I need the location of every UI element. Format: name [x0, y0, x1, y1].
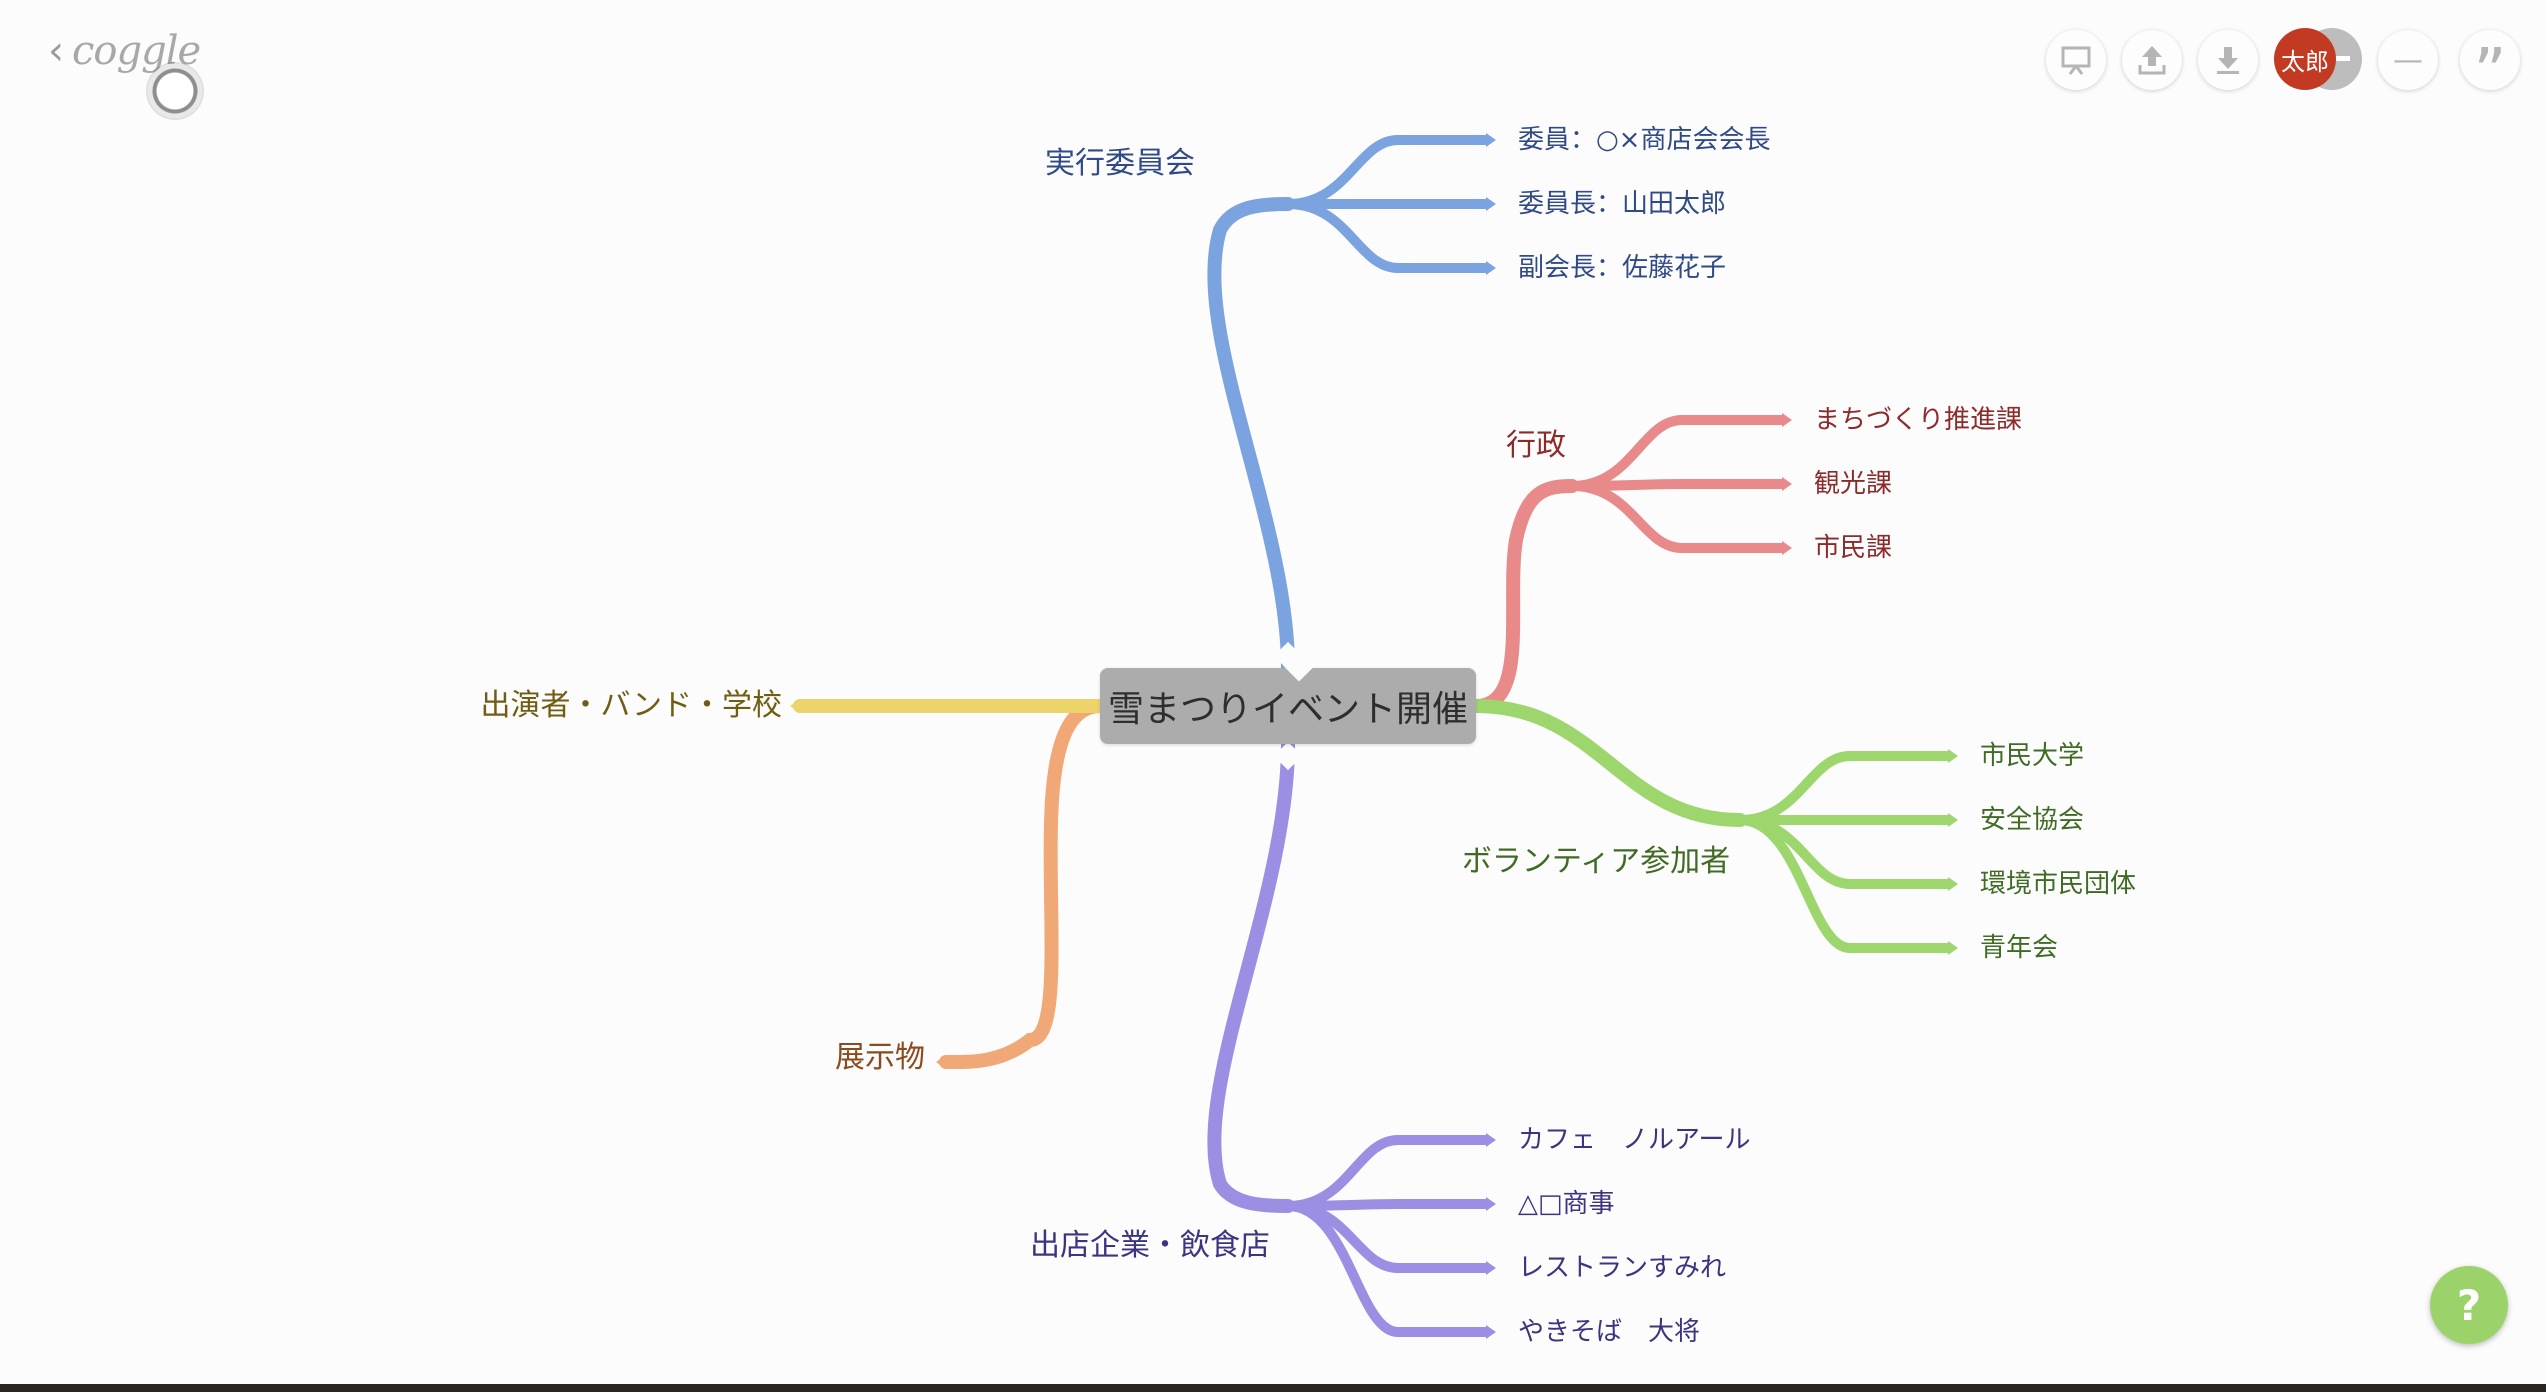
share-button[interactable] [2122, 30, 2182, 90]
branch-exhibits-tip [936, 1055, 946, 1069]
user-avatar-initials: 太郎 [2281, 47, 2329, 76]
branch-label-vendors[interactable]: 出店企業・飲食店 [1030, 1228, 1270, 1263]
branch-label-exhibits[interactable]: 展示物 [835, 1040, 925, 1075]
branch-label-committee[interactable]: 実行委員会 [1045, 146, 1195, 181]
leaf-admin-0[interactable]: まちづくり推進課 [1814, 405, 2023, 435]
leaf-volunteer-0[interactable]: 市民大学 [1980, 741, 2085, 771]
branch-volunteer-twig-tip [1948, 813, 1958, 827]
branch-admin-trunk [1469, 479, 1579, 713]
quote-icon: ” [2473, 36, 2507, 110]
user-avatar[interactable]: 太郎 [2274, 28, 2336, 90]
branch-label-admin[interactable]: 行政 [1506, 428, 1566, 463]
center-node-label: 雪まつりイベント開催 [1107, 689, 1468, 730]
leaf-volunteer-1[interactable]: 安全協会 [1980, 805, 2085, 835]
branch-performers-tip [790, 699, 800, 713]
window-bottom-edge [0, 1384, 2546, 1392]
branch-vendors-trunk [1207, 737, 1295, 1213]
leaf-vendors-3[interactable]: やきそば 大将 [1518, 1317, 1701, 1347]
branch-vendors-twig-tip [1486, 1133, 1496, 1147]
branch-volunteer-twig-tip [1948, 941, 1958, 955]
branch-vendors-twig-tip [1486, 1197, 1496, 1211]
branch-committee-twig-tip [1486, 197, 1496, 211]
leaf-admin-1[interactable]: 観光課 [1814, 469, 1893, 499]
center-node[interactable]: 雪まつりイベント開催 [1100, 650, 1476, 744]
branch-committee-twig-tip [1486, 133, 1496, 147]
leaf-committee-0[interactable]: 委員：○×商店会会長 [1518, 125, 1771, 155]
branch-volunteer-twig-tip [1948, 877, 1958, 891]
branch-volunteer-twig-tip [1948, 749, 1958, 763]
branch-admin-twig-tip [1782, 541, 1792, 555]
branch-vendors-twig [1283, 1201, 1491, 1337]
minimize-icon: — [2393, 42, 2423, 78]
center-node-nub [1273, 741, 1303, 771]
leaf-committee-2[interactable]: 副会長：佐藤花子 [1518, 253, 1727, 283]
branch-volunteer-trunk [1469, 699, 1747, 827]
leaf-vendors-0[interactable]: カフェ ノルアール [1518, 1125, 1751, 1155]
upload-icon [2138, 46, 2166, 75]
minimize-button[interactable]: — [2378, 30, 2438, 90]
branch-committee-twig-tip [1486, 261, 1496, 275]
comments-button[interactable]: ” [2460, 30, 2520, 105]
branch-vendors-twig-tip [1486, 1325, 1496, 1339]
cursor-indicator-icon [146, 62, 204, 120]
branch-admin-twig-tip [1782, 413, 1792, 427]
download-button[interactable] [2198, 30, 2258, 90]
presentation-icon [2061, 46, 2091, 75]
branch-admin-twig [1567, 481, 1787, 553]
branch-exhibits-trunk [939, 699, 1107, 1070]
branch-committee-trunk [1207, 197, 1295, 675]
branch-volunteer-twig [1735, 815, 1953, 953]
leaf-vendors-1[interactable]: △□商事 [1518, 1189, 1615, 1219]
branch-label-volunteer[interactable]: ボランティア参加者 [1461, 844, 1731, 879]
branch-vendors-twig-tip [1486, 1261, 1496, 1275]
leaf-committee-1[interactable]: 委員長：山田太郎 [1518, 189, 1727, 219]
chevron-left-icon: ‹ [48, 28, 64, 74]
help-button[interactable]: ? [2430, 1266, 2508, 1344]
help-icon: ? [2456, 1280, 2482, 1330]
leaf-vendors-2[interactable]: レストランすみれ [1518, 1253, 1727, 1283]
branch-label-performers[interactable]: 出演者・バンド・学校 [480, 688, 783, 723]
present-button[interactable] [2046, 30, 2106, 90]
leaf-volunteer-2[interactable]: 環境市民団体 [1980, 869, 2137, 899]
branch-committee-twig [1283, 199, 1491, 273]
leaf-admin-2[interactable]: 市民課 [1814, 533, 1893, 563]
branch-admin-twig-tip [1782, 477, 1792, 491]
leaf-volunteer-3[interactable]: 青年会 [1980, 933, 2059, 963]
download-icon [2217, 47, 2239, 74]
